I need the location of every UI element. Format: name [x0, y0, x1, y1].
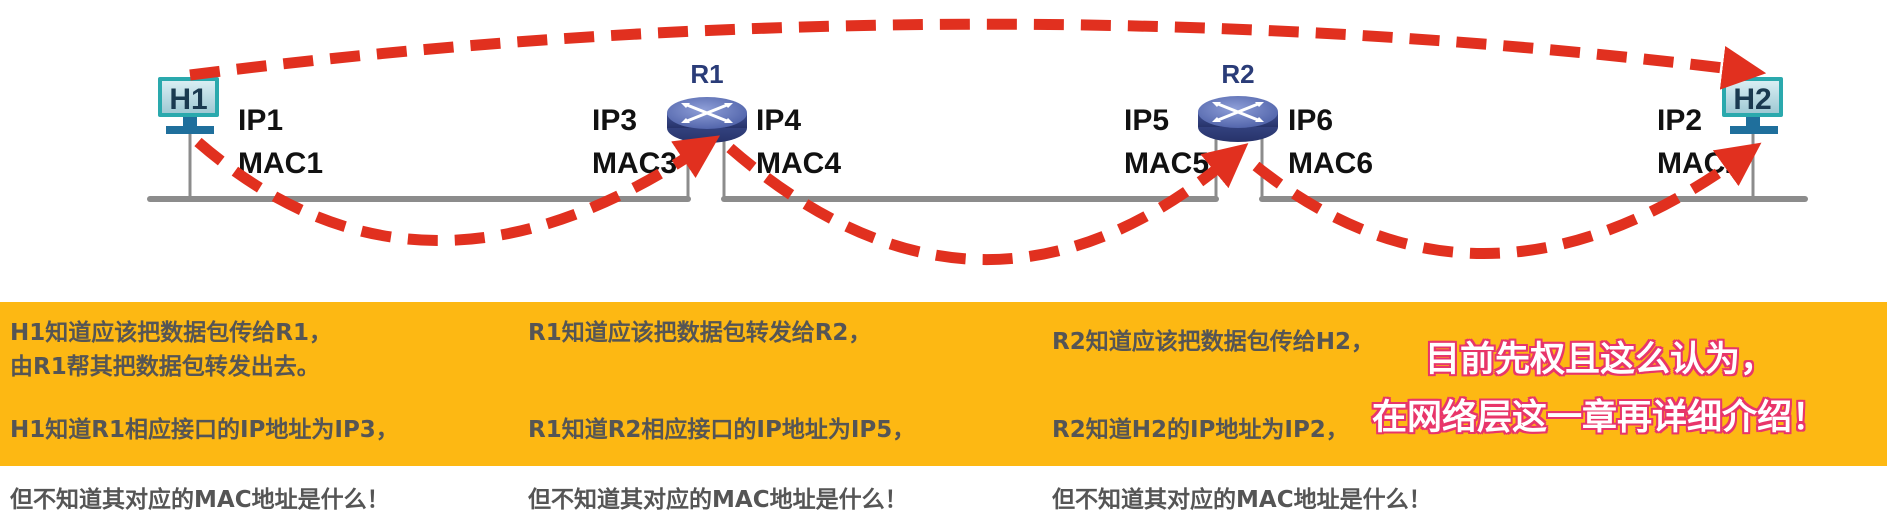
host-h1: H1 IP1 MAC1	[158, 77, 323, 180]
h1-forward-via-r1: 由R1帮其把数据包转发出去。	[10, 354, 320, 380]
router-r2-right-mac: MAC6	[1288, 147, 1373, 180]
computer-icon	[158, 77, 219, 134]
host-h2-ip: IP2	[1657, 104, 1702, 137]
router-r2-right-ip: IP6	[1288, 104, 1333, 137]
r2-knows-ip: R2知道H2的IP地址为IP2，	[1052, 417, 1349, 443]
note-line-2: 在网络层这一章再详细介绍！	[1372, 398, 1828, 438]
router-r1-left-ip: IP3	[592, 104, 637, 137]
arrow-h1-to-h2	[189, 18, 1767, 90]
host-h2-mac: MAC2	[1657, 147, 1742, 180]
drop-links	[188, 130, 1755, 199]
arrow-r2-to-h2	[1252, 142, 1762, 259]
router-r2-left-ip: IP5	[1124, 104, 1169, 137]
host-h1-mac: MAC1	[238, 147, 323, 180]
r2-knows-next-hop: R2知道应该把数据包传给H2，	[1052, 329, 1374, 355]
router-r1: R1 IP3 MAC3 IP4 MAC4	[592, 59, 841, 180]
router-r1-left-mac: MAC3	[592, 147, 677, 180]
host-h1-ip: IP1	[238, 104, 283, 137]
host-h1-name: H1	[169, 83, 207, 116]
r1-knows-ip: R1知道R2相应接口的IP地址为IP5，	[528, 417, 916, 443]
router-icon	[1198, 96, 1278, 142]
router-r1-name: R1	[690, 59, 723, 89]
router-r2-name: R2	[1221, 59, 1254, 89]
host-h2: H2 IP2 MAC2	[1657, 77, 1783, 180]
router-icon	[667, 97, 747, 143]
arrows	[189, 18, 1767, 266]
router-r2: R2 IP5 MAC5 IP6 MAC6	[1124, 59, 1373, 180]
arrow-h1-to-r1	[194, 135, 720, 247]
h1-knows-ip: H1知道R1相应接口的IP地址为IP3，	[10, 417, 399, 443]
host-h2-name: H2	[1733, 83, 1771, 116]
r1-unknown-mac: 但不知道其对应的MAC地址是什么！	[528, 487, 908, 513]
router-r1-right-ip: IP4	[756, 104, 801, 137]
explanation-band	[0, 302, 1887, 466]
r1-knows-next-hop: R1知道应该把数据包转发给R2，	[528, 320, 872, 346]
r2-unknown-mac: 但不知道其对应的MAC地址是什么！	[1052, 487, 1432, 513]
note-line-1: 目前先权且这么认为，	[1425, 340, 1776, 380]
router-r2-left-mac: MAC5	[1124, 147, 1209, 180]
h1-knows-next-hop: H1知道应该把数据包传给R1，	[10, 320, 332, 346]
h1-unknown-mac: 但不知道其对应的MAC地址是什么！	[10, 487, 390, 513]
